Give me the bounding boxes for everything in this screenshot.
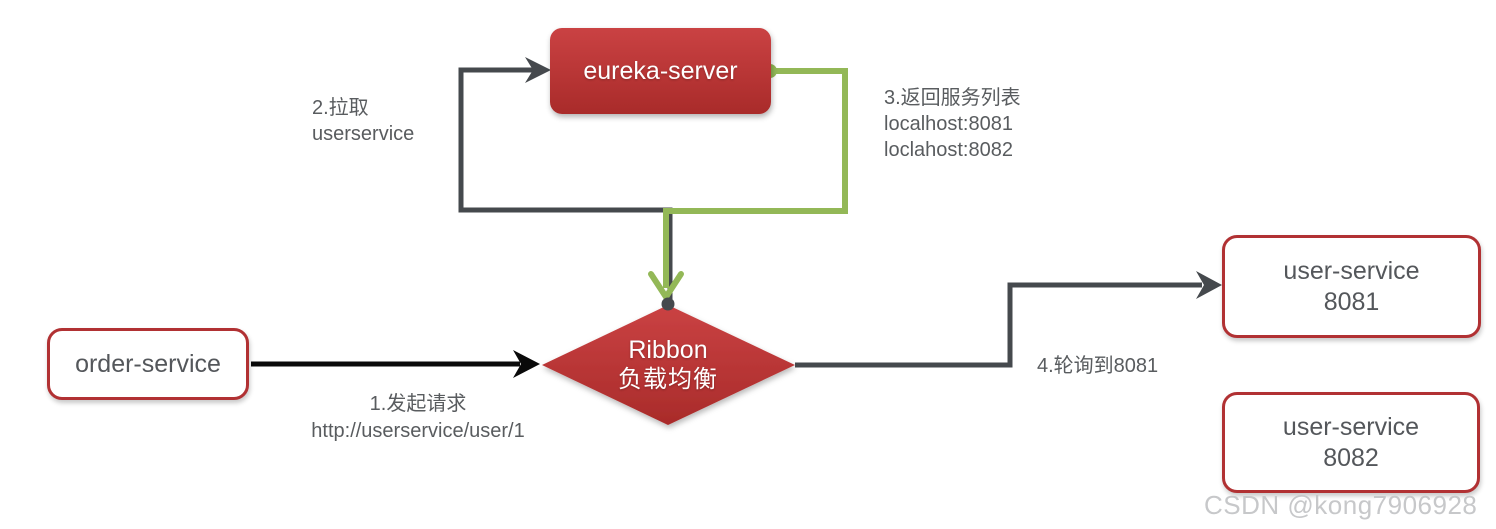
annotation-step2-line1: 2.拉取 <box>312 97 369 119</box>
annotation-step2-line2: userservice <box>312 123 415 145</box>
annotation-step2-pull: 2.拉取 userservice <box>312 95 414 147</box>
node-user-service-8081: user-service 8081 <box>1222 235 1481 338</box>
ribbon-label-line2: 负载均衡 <box>618 366 718 393</box>
arrowhead-into-ribbon-icon <box>648 271 684 303</box>
arrowhead-into-eureka-icon <box>525 57 551 83</box>
annotation-step3-line1: 3.返回服务列表 <box>884 87 1021 109</box>
annotation-step1-line2: http://userservice/user/1 <box>311 420 525 442</box>
edge-pull-line <box>458 67 673 299</box>
edge-pull-userservice <box>458 57 673 299</box>
annotation-step3-line2: localhost:8081 <box>884 113 1013 135</box>
annotation-step4-round-robin: 4.轮询到8081 <box>1037 353 1158 379</box>
node-ribbon-diamond <box>542 305 795 425</box>
node-user-service-8082-name: user-service <box>1282 412 1420 441</box>
annotation-step3-return-list: 3.返回服务列表 localhost:8081 loclahost:8082 <box>884 85 1021 163</box>
ribbon-label-line1: Ribbon <box>628 336 708 364</box>
arrowhead-into-user8081-icon <box>1196 271 1222 299</box>
node-user-service-8081-port: 8081 <box>1323 287 1380 316</box>
annotation-step3-line3: loclahost:8082 <box>884 139 1013 161</box>
edge-request <box>251 350 540 378</box>
dark-junction-dot-icon <box>661 297 675 311</box>
annotation-step4-line1: 4.轮询到8081 <box>1037 355 1159 377</box>
node-order-service: order-service <box>47 328 249 400</box>
node-eureka-server: eureka-server <box>550 28 771 114</box>
annotation-step1-request: 1.发起请求 http://userservice/user/1 <box>278 391 558 445</box>
node-order-service-label: order-service <box>75 349 221 378</box>
edge-return-line <box>663 68 848 288</box>
node-eureka-server-label: eureka-server <box>583 56 738 85</box>
node-user-service-8082: user-service 8082 <box>1222 392 1480 493</box>
annotation-step1-line1: 1.发起请求 <box>369 393 467 415</box>
watermark: CSDN @kong7906928 <box>1204 490 1478 520</box>
edge-round-robin-line <box>795 282 1202 368</box>
node-user-service-8081-name: user-service <box>1283 256 1420 285</box>
node-ribbon-label: Ribbon 负载均衡 <box>568 333 768 397</box>
arrowhead-into-ribbon-left-icon <box>513 350 540 378</box>
edge-round-robin <box>795 271 1222 368</box>
node-user-service-8082-port: 8082 <box>1323 443 1379 472</box>
